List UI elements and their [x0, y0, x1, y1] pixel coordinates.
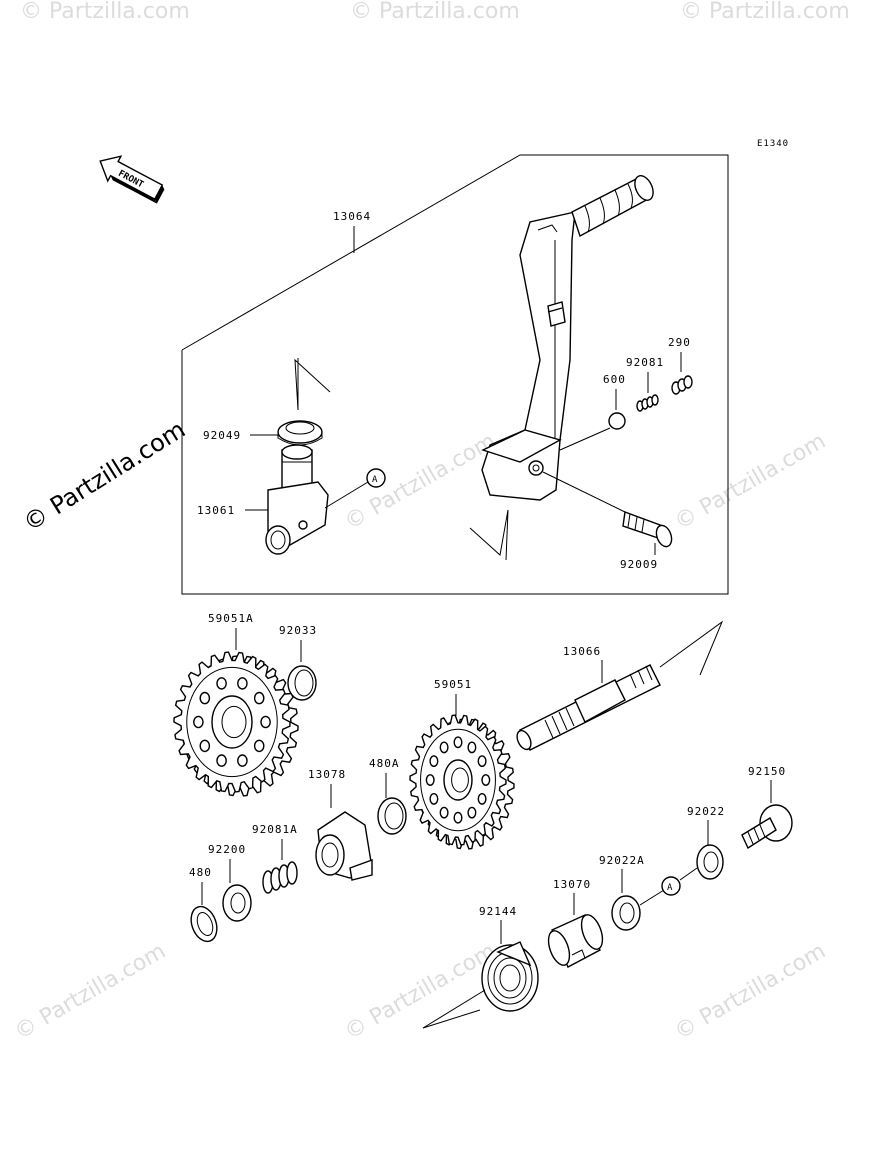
gear-web [186, 666, 278, 778]
gear-hole [199, 691, 211, 705]
label-59051A: 59051A [208, 612, 254, 625]
gear-hub [211, 695, 253, 749]
ratchet-13078 [315, 811, 373, 881]
seal-92049 [277, 420, 323, 446]
label-59051: 59051 [434, 678, 472, 691]
gear-hole [453, 811, 463, 824]
kick-pedal-lever [481, 175, 654, 501]
label-92081: 92081 [626, 356, 664, 369]
shaft-13061 [265, 444, 329, 555]
label-92022A: 92022A [599, 854, 645, 867]
callout-a1-label: A [372, 475, 378, 485]
callout-line-a2b [679, 867, 698, 881]
seal-guide [294, 358, 331, 411]
partzilla-watermark: © Partzilla.com [18, 415, 190, 537]
watermark-bottom-left: © Partzilla.com [11, 939, 171, 1046]
label-480A: 480A [369, 757, 400, 770]
gear-hole [425, 774, 435, 786]
callout-a2-label: A [667, 883, 673, 893]
label-92033: 92033 [279, 624, 317, 637]
watermark-top-right: © Partzilla.com [680, 0, 850, 24]
gear-hole [477, 793, 487, 805]
ring-480A [377, 797, 407, 835]
label-13078: 13078 [308, 768, 346, 781]
assembly-outline [181, 154, 729, 595]
diagram-ref: E1340 [757, 139, 789, 149]
gear-59051 [409, 714, 515, 850]
gear-hole [429, 755, 439, 767]
gear-hole [453, 736, 463, 749]
washer-92022 [696, 844, 724, 880]
label-92200: 92200 [208, 843, 246, 856]
collar-13070 [547, 914, 604, 968]
watermark-bottom-center: © Partzilla.com [341, 939, 501, 1046]
ring-480 [190, 905, 218, 943]
callout-a2 [661, 876, 681, 896]
gear-bore [221, 705, 247, 739]
gear-hole [193, 715, 204, 729]
bolt-92150 [741, 804, 793, 850]
gear-59051A [173, 651, 299, 797]
label-480: 480 [189, 866, 212, 879]
gear-hub [443, 759, 473, 801]
callout-line-a1 [324, 481, 369, 509]
gear-hole [216, 754, 227, 767]
label-13070: 13070 [553, 878, 591, 891]
watermark-mid-center: © Partzilla.com [341, 429, 501, 536]
gear-hole [253, 691, 265, 705]
spring-guide [422, 989, 486, 1029]
label-92144: 92144 [479, 905, 517, 918]
label-92150: 92150 [748, 765, 786, 778]
gear-hole [253, 739, 265, 753]
washer-92022A [611, 895, 641, 931]
gear-hole [481, 774, 491, 786]
shaft-13066 [516, 664, 661, 751]
label-13061: 13061 [197, 504, 235, 517]
spring-92144 [481, 941, 539, 1012]
gear-hole [439, 741, 449, 754]
front-arrow-icon: FRONT [99, 155, 165, 204]
gear-hole [237, 754, 248, 767]
gear-hole [429, 793, 439, 805]
gear-hole [260, 715, 271, 729]
label-92081A: 92081A [252, 823, 298, 836]
label-600: 600 [603, 373, 626, 386]
gear-hole [467, 741, 477, 754]
label-290: 290 [668, 336, 691, 349]
label-13066: 13066 [563, 645, 601, 658]
ring-92033 [287, 665, 317, 701]
watermark-top-left: © Partzilla.com [20, 0, 190, 24]
washer-92200 [222, 884, 252, 922]
ball-guide [559, 427, 611, 451]
watermark-mid-right: © Partzilla.com [671, 429, 831, 536]
label-92022: 92022 [687, 805, 725, 818]
gear-hole [467, 806, 477, 819]
watermark-bottom-right: © Partzilla.com [671, 939, 831, 1046]
gear-hole [237, 677, 248, 690]
callout-a1 [366, 468, 386, 488]
bolt-92009 [542, 471, 673, 548]
spring-92081 [636, 394, 659, 412]
gear-bore [451, 767, 469, 793]
gear-hole [216, 677, 227, 690]
label-92009: 92009 [620, 558, 658, 571]
spring-92081A [262, 861, 298, 894]
watermark-top-center: © Partzilla.com [350, 0, 520, 24]
label-92049: 92049 [203, 429, 241, 442]
pedal-guide [469, 509, 509, 561]
gear-hole [439, 806, 449, 819]
gear-hole [199, 739, 211, 753]
ball-600 [608, 412, 626, 430]
gear-hole [477, 755, 487, 767]
gear-web [420, 728, 496, 832]
callout-line-a2 [639, 889, 665, 906]
label-13064: 13064 [333, 210, 371, 223]
watermarks: © Partzilla.com © Partzilla.com © Partzi… [11, 0, 850, 1045]
shaft-guide [659, 620, 724, 676]
part-290 [671, 375, 693, 395]
